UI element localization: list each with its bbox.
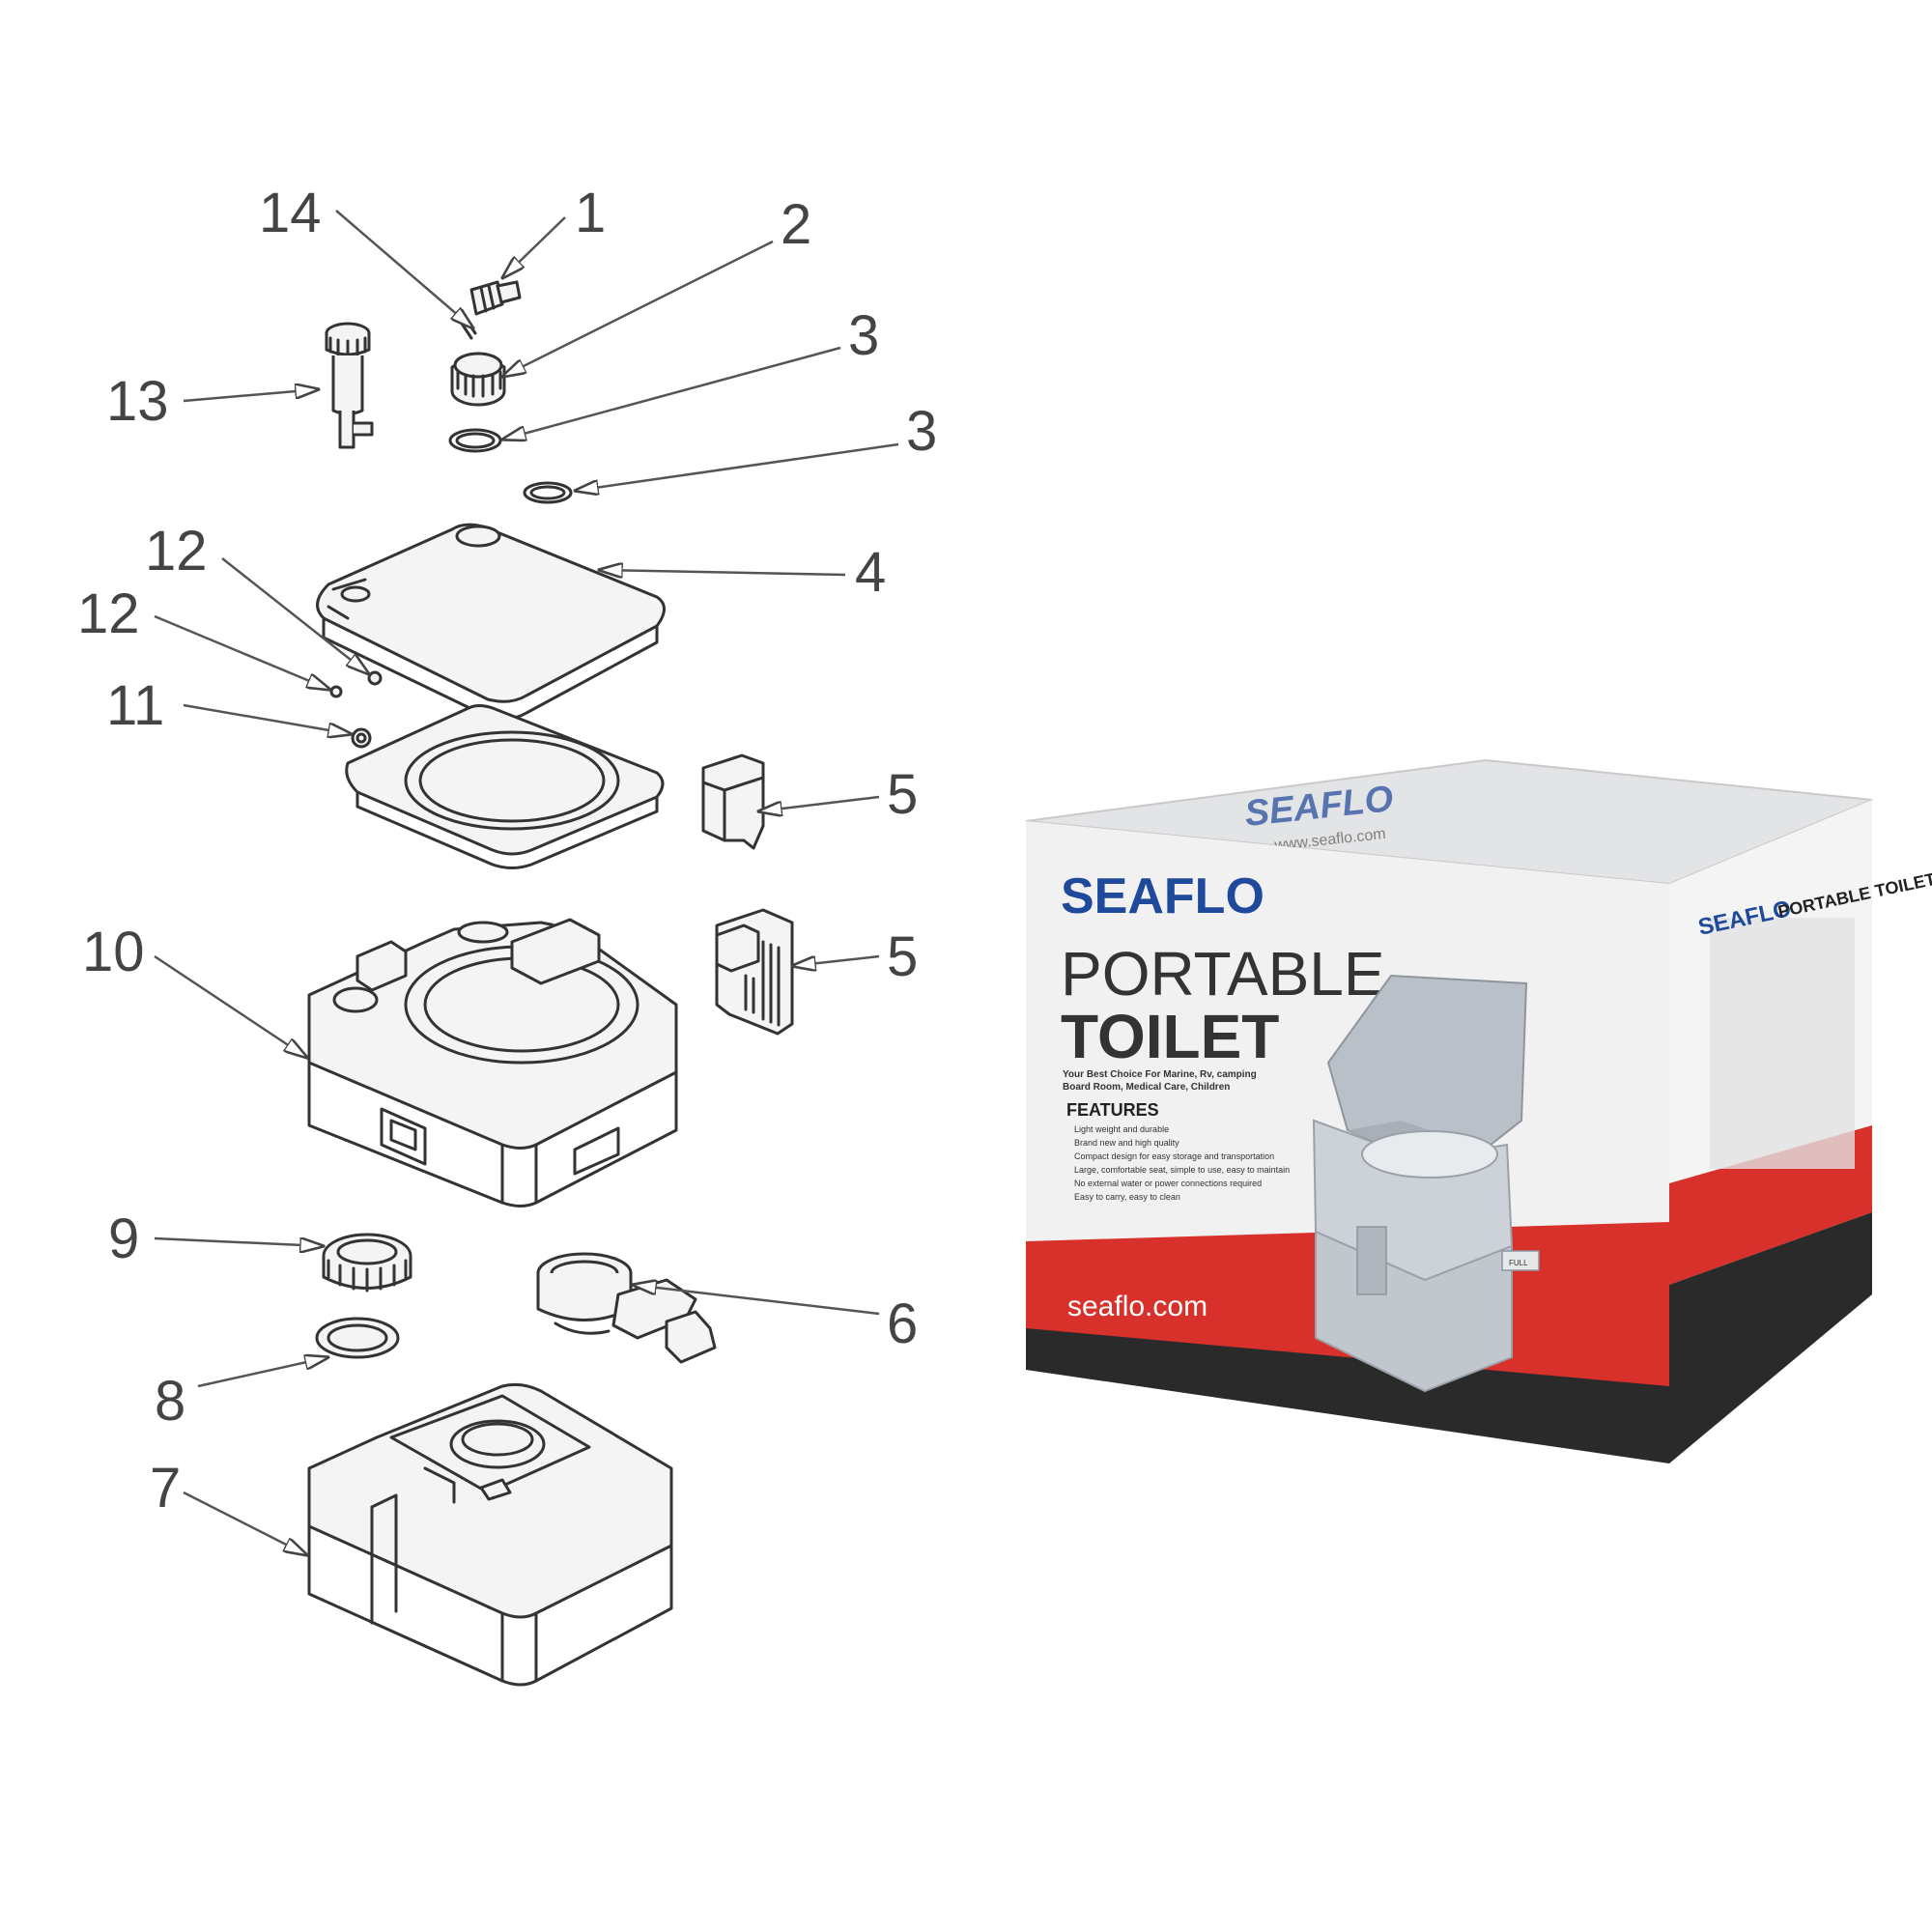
product-box: SEAFLO www.seaflo.com SEAFLO PORTABLE TO… xyxy=(1025,758,1932,1463)
box-tagline-line2: Board Room, Medical Care, Children xyxy=(1063,1082,1230,1093)
box-features-heading: FEATURES xyxy=(1066,1100,1159,1120)
feature-item: Brand new and high quality xyxy=(1074,1138,1179,1148)
box-side-photo-grid xyxy=(1710,918,1855,1169)
callout-10: 10 xyxy=(82,921,145,983)
callout-9: 9 xyxy=(108,1208,139,1270)
box-front-dark-band xyxy=(1026,1328,1669,1463)
leader-lines xyxy=(154,210,899,1555)
callout-5-upper: 5 xyxy=(887,763,918,826)
part-5-latch-lower xyxy=(715,908,794,1036)
feature-item: Light weight and durable xyxy=(1074,1124,1169,1134)
feature-item: Easy to carry, easy to clean xyxy=(1074,1192,1180,1202)
part-4-lid xyxy=(316,523,666,721)
callout-labels: 1 2 3 3 4 5 5 6 7 8 9 10 11 12 12 13 14 xyxy=(77,182,937,1520)
part-2-cap xyxy=(450,352,506,407)
part-1-valve xyxy=(469,280,522,316)
toilet-full-badge: FULL xyxy=(1509,1259,1528,1267)
part-12-screw-a xyxy=(367,670,383,686)
callout-5-lower: 5 xyxy=(887,925,918,988)
part-3-oring-upper xyxy=(448,428,502,453)
box-toilet-photo: FULL xyxy=(1312,974,1540,1393)
part-11-hinge xyxy=(351,727,372,749)
part-12-screw-b xyxy=(329,685,343,698)
part-8-gasket xyxy=(315,1317,400,1359)
callout-3-lower: 3 xyxy=(906,400,937,463)
box-website: seaflo.com xyxy=(1067,1291,1208,1322)
callout-13: 13 xyxy=(106,370,169,433)
box-brand-logo: SEAFLO xyxy=(1061,868,1264,924)
part-3-oring-lower xyxy=(523,481,573,504)
box-side-dark-band xyxy=(1669,1212,1872,1463)
seat-ring xyxy=(345,704,665,869)
callout-7: 7 xyxy=(150,1457,181,1520)
callout-12-lower: 12 xyxy=(77,582,140,645)
callout-11: 11 xyxy=(106,674,164,737)
feature-item: Compact design for easy storage and tran… xyxy=(1074,1151,1274,1161)
part-13-pump xyxy=(325,322,374,449)
exploded-parts-diagram: 1 2 3 3 4 5 5 6 7 8 9 10 11 12 12 13 14 xyxy=(77,182,937,1687)
box-product-line1: PORTABLE xyxy=(1061,939,1385,1009)
part-6-valve-assembly xyxy=(536,1252,717,1364)
part-9-nut xyxy=(322,1233,412,1293)
part-10-upper-tank xyxy=(307,918,678,1208)
callout-2: 2 xyxy=(781,193,811,256)
callout-8: 8 xyxy=(155,1370,185,1433)
box-product-line2: TOILET xyxy=(1061,1002,1279,1071)
feature-item: Large, comfortable seat, simple to use, … xyxy=(1074,1165,1290,1175)
callout-6: 6 xyxy=(887,1293,918,1355)
box-tagline-line1: Your Best Choice For Marine, Rv, camping xyxy=(1063,1069,1257,1080)
box-features-list: Light weight and durable Brand new and h… xyxy=(1074,1124,1290,1202)
callout-1: 1 xyxy=(575,182,606,244)
feature-item: No external water or power connections r… xyxy=(1074,1179,1262,1188)
part-5-latch-upper xyxy=(701,753,765,850)
callout-3-upper: 3 xyxy=(848,304,879,367)
callout-4: 4 xyxy=(855,541,886,604)
callout-12-upper: 12 xyxy=(145,520,208,582)
callout-14: 14 xyxy=(259,182,322,244)
part-7-lower-tank xyxy=(307,1382,673,1687)
